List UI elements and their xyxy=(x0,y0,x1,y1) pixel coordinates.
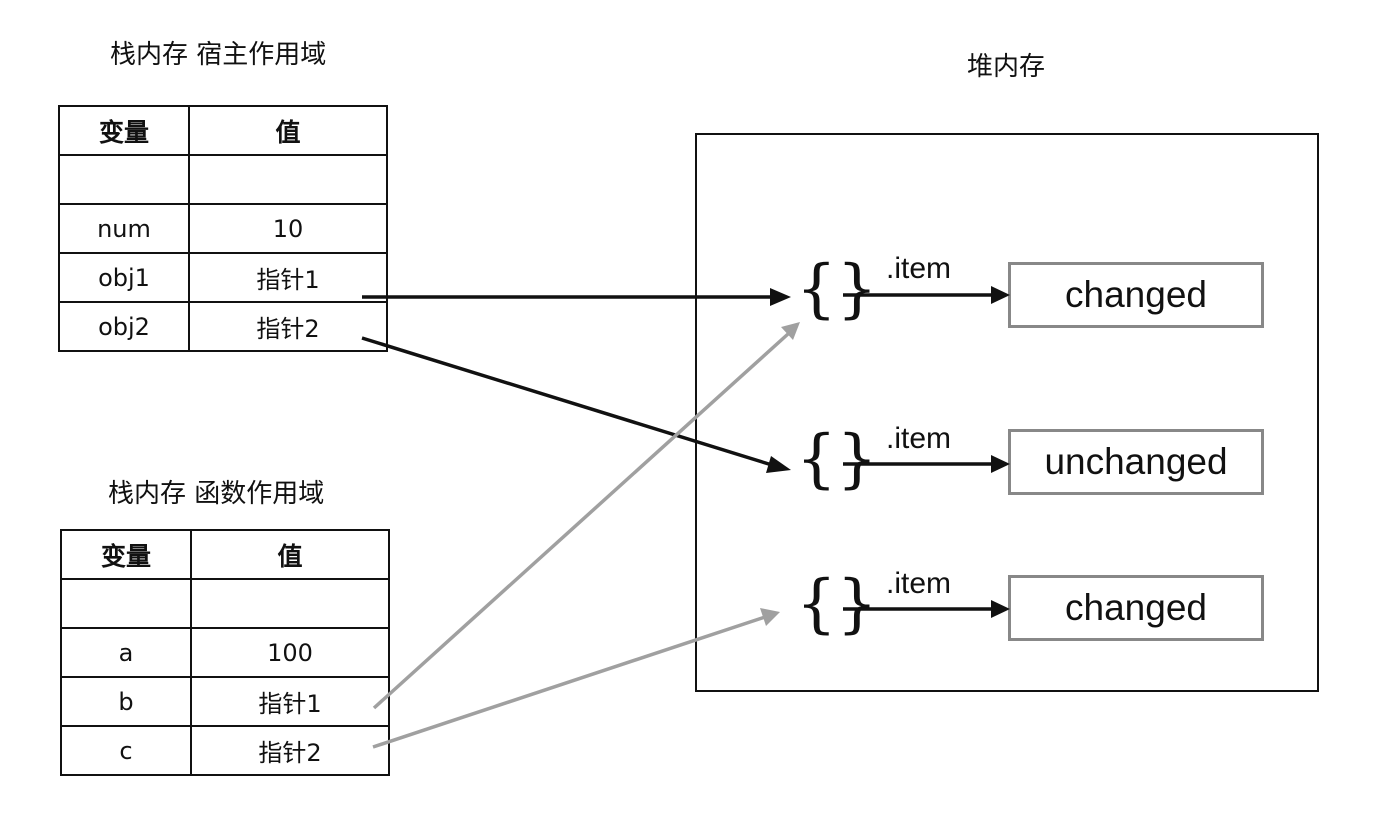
property-label-3: .item xyxy=(886,567,952,600)
value-header: 值 xyxy=(190,529,390,580)
table-row: obj2 指针2 xyxy=(58,301,388,352)
value-cell: 指针2 xyxy=(190,725,390,776)
object-brace-1: {} xyxy=(796,252,878,326)
variable-cell xyxy=(60,578,192,629)
value-cell: 指针2 xyxy=(188,301,388,352)
property-label-1: .item xyxy=(886,252,952,285)
variable-cell: num xyxy=(58,203,190,254)
table-header-row: 变量 值 xyxy=(58,105,388,156)
property-value-box-2: unchanged xyxy=(1008,429,1264,495)
object-brace-3: {} xyxy=(796,567,878,641)
variable-cell xyxy=(58,154,190,205)
variable-cell: obj1 xyxy=(58,252,190,303)
variable-header: 变量 xyxy=(58,105,190,156)
host-scope-title: 栈内存 宿主作用域 xyxy=(110,40,327,70)
table-header-row: 变量 值 xyxy=(60,529,390,580)
value-cell: 100 xyxy=(190,627,390,678)
variable-cell: c xyxy=(60,725,192,776)
value-cell xyxy=(190,578,390,629)
table-row: b 指针1 xyxy=(60,676,390,727)
heap-title: 堆内存 xyxy=(967,52,1046,82)
property-value-box-1: changed xyxy=(1008,262,1264,328)
table-row: c 指针2 xyxy=(60,725,390,776)
table-row: obj1 指针1 xyxy=(58,252,388,303)
variable-cell: b xyxy=(60,676,192,727)
value-header: 值 xyxy=(188,105,388,156)
property-label-2: .item xyxy=(886,422,952,455)
variable-header: 变量 xyxy=(60,529,192,580)
variable-cell: a xyxy=(60,627,192,678)
value-cell: 指针1 xyxy=(190,676,390,727)
object-brace-2: {} xyxy=(796,422,878,496)
function-scope-table: 变量 值 a 100 b 指针1 c 指针2 xyxy=(60,529,390,776)
value-cell: 指针1 xyxy=(188,252,388,303)
table-row: a 100 xyxy=(60,627,390,678)
table-row: num 10 xyxy=(58,203,388,254)
host-scope-table: 变量 值 num 10 obj1 指针1 obj2 指针2 xyxy=(58,105,388,352)
table-row xyxy=(58,154,388,205)
property-value-box-3: changed xyxy=(1008,575,1264,641)
value-cell: 10 xyxy=(188,203,388,254)
variable-cell: obj2 xyxy=(58,301,190,352)
function-scope-title: 栈内存 函数作用域 xyxy=(108,479,325,509)
value-cell xyxy=(188,154,388,205)
table-row xyxy=(60,578,390,629)
